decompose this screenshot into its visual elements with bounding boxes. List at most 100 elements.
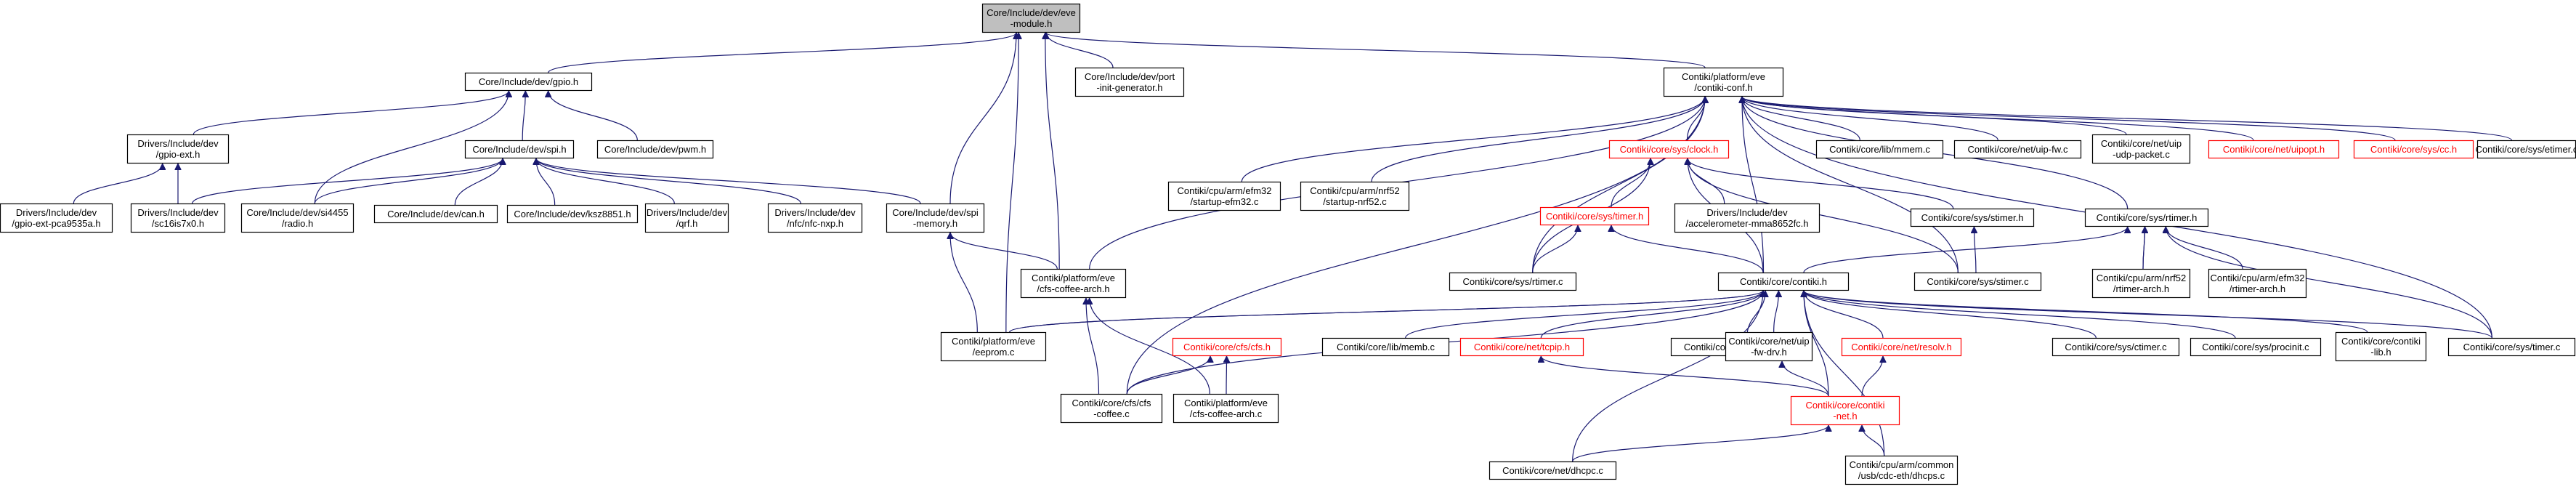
file-node-label: Core/Include/dev/ksz8851.h [514,209,631,219]
file-node[interactable]: Contiki/core/net/uipopt.h [2208,140,2340,159]
file-node[interactable]: Contiki/core/sys/stimer.c [1913,272,2042,291]
file-node-box [1449,272,1577,291]
file-node[interactable]: Contiki/platform/eve/contiki-conf.h [1663,67,1784,97]
file-node[interactable]: Contiki/core/contiki.h [1717,272,1850,291]
file-node[interactable]: Contiki/core/net/dhcpc.c [1489,461,1617,480]
file-node[interactable]: Contiki/core/net/uip-fw-drv.h [1725,331,1813,362]
file-node-label: /usb/cdc-eth/dhcps.c [1858,470,1945,481]
file-node-label: /qrf.h [676,218,698,229]
file-node[interactable]: Contiki/core/sys/clock.h [1608,140,1730,159]
file-node[interactable]: Contiki/cpu/arm/efm32/rtimer-arch.h [2208,268,2307,299]
file-node-label: -net.h [1833,411,1857,422]
include-edge-n5-n1 [522,91,525,141]
file-node[interactable]: Contiki/cpu/arm/nrf52/startup-nrf52.c [1300,181,1410,211]
file-node[interactable]: Contiki/core/lib/memb.c [1321,337,1450,357]
include-edge-n47-n42 [1861,356,1883,397]
file-node-box [1489,461,1617,480]
file-node[interactable]: Contiki/cpu/arm/nrf52/rtimer-arch.h [2091,268,2191,299]
file-node[interactable]: Contiki/core/net/uip-fw.c [1953,140,2082,159]
file-node[interactable]: Core/Include/dev/pwm.h [596,140,714,159]
include-edge-n41-n34 [1773,291,1779,333]
include-edge-n12-n5 [536,158,675,204]
file-node-box [886,203,985,233]
file-node[interactable]: Contiki/platform/eve/cfs-coffee-arch.h [1020,268,1127,299]
file-node[interactable]: Contiki/core/net/tcpip.h [1459,337,1584,357]
file-node[interactable]: Contiki/core/sys/stimer.h [1910,208,2035,227]
file-node[interactable]: Contiki/core/contiki-net.h [1790,395,1900,426]
file-node[interactable]: Core/Include/dev/ksz8851.h [506,204,639,224]
file-node[interactable]: Contiki/cpu/arm/efm32/startup-efm32.c [1167,181,1281,211]
file-node[interactable]: Contiki/core/net/uip-udp-packet.c [2091,134,2191,164]
file-node[interactable]: Contiki/core/net/resolv.h [1841,337,1962,357]
file-node[interactable]: Contiki/core/cfs/cfs.h [1172,337,1282,357]
file-node-label: /gpio-ext.h [156,149,201,160]
file-node-box [2476,140,2576,159]
file-node-box [130,203,226,233]
file-node-label: Contiki/core/cfs/cfs.h [1183,342,1271,352]
file-node[interactable]: Contiki/platform/eve/eeprom.c [940,331,1047,362]
file-node[interactable]: Core/Include/dev/port-init-generator.h [1074,67,1185,97]
file-node-label: Contiki/core/sys/rtimer.h [2097,212,2198,223]
file-node[interactable]: Core/Include/dev/can.h [373,204,498,224]
file-node-label: /cfs-coffee-arch.h [1037,283,1109,294]
include-edge-n35-n3 [1742,97,1959,273]
file-node-box [506,204,639,224]
file-node-label: Core/Include/dev/si4455 [246,207,348,218]
file-node-box [373,204,498,224]
file-node-box [644,203,729,233]
include-edge-n3-n0 [1046,32,1706,68]
file-node[interactable]: Core/Include/dev/spi.h [464,140,575,159]
file-node-label: Core/Include/dev/can.h [387,209,485,219]
file-node[interactable]: Contiki/core/lib/mmem.c [1815,140,1944,159]
file-node-label: Contiki/core/sys/timer.c [2463,342,2561,352]
include-edge-n10-n5 [454,158,503,206]
file-node-box [2091,268,2191,299]
file-node[interactable]: Core/Include/dev/gpio.h [464,72,593,92]
file-node-label: Contiki/cpu/arm/efm32 [1177,185,1271,196]
file-node-label: Drivers/Include/dev [647,207,728,218]
file-node[interactable]: Contiki/core/sys/procinit.c [2190,337,2322,357]
file-node: Core/Include/dev/eve-module.h [981,3,1081,33]
include-edge-n16-n34 [1009,290,1763,333]
include-edge-n37-n32 [2166,226,2243,270]
include-edge-n39-n34 [1540,290,1763,339]
file-node-box [2208,140,2340,159]
file-node-label: Contiki/core/sys/rtimer.c [1463,276,1563,287]
include-edge-n4-n1 [193,90,509,135]
file-node-label: Core/Include/dev/spi [892,207,979,218]
file-node[interactable]: Contiki/core/sys/cc.h [2353,140,2474,159]
file-node[interactable]: Core/Include/dev/si4455/radio.h [240,203,355,233]
file-node-label: /startup-nrf52.c [1323,196,1387,207]
include-edge-n23-n3 [1742,96,1860,141]
include-edge-n17-n19 [1126,355,1210,395]
file-node-box [1321,337,1450,357]
file-node[interactable]: Contiki/core/sys/rtimer.h [2084,208,2209,227]
file-node[interactable]: Contiki/core/contiki-lib.h [2335,331,2427,362]
file-node-label: -udp-packet.c [2113,149,2170,160]
file-node-label: Core/Include/dev/port [1085,71,1175,82]
include-edge-n27-n3 [1742,96,2396,141]
file-node[interactable]: Drivers/Include/dev/sc16is7x0.h [130,203,226,233]
file-node-box [1725,331,1813,362]
file-node[interactable]: Contiki/core/sys/etimer.c [2476,140,2576,159]
file-node[interactable]: Contiki/core/sys/ctimer.c [2052,337,2180,357]
file-node[interactable]: Drivers/Include/dev/accelerometer-mma865… [1674,203,1820,233]
file-node[interactable]: Contiki/core/sys/timer.c [2447,337,2576,357]
include-edge-n16-n14 [950,233,978,333]
file-node[interactable]: Contiki/core/cfs/cfs-coffee.c [1060,393,1163,424]
file-node[interactable]: Drivers/Include/dev/qrf.h [644,203,729,233]
include-edge-n48-n47 [1572,424,1828,462]
file-node-label: Contiki/core/contiki [1805,400,1884,411]
file-node[interactable]: Drivers/Include/dev/gpio-ext.h [126,134,230,164]
file-node[interactable]: Core/Include/dev/spi-memory.h [886,203,985,233]
file-node-label: /rtimer-arch.h [2229,283,2285,294]
include-edge-n28-n3 [1742,96,2512,141]
file-node[interactable]: Contiki/cpu/arm/common/usb/cdc-eth/dhcps… [1844,455,1959,485]
file-node[interactable]: Contiki/core/sys/timer.h [1539,206,1650,226]
file-node[interactable]: Drivers/Include/dev/gpio-ext-pca9535a.h [0,203,113,233]
file-node-box [1172,337,1282,357]
file-node[interactable]: Contiki/platform/eve/cfs-coffee-arch.c [1172,393,1279,424]
file-node[interactable]: Contiki/core/sys/rtimer.c [1449,272,1577,291]
file-node[interactable]: Drivers/Include/dev/nfc/nfc-nxp.h [767,203,863,233]
include-edge-n46-n32 [2166,227,2492,339]
